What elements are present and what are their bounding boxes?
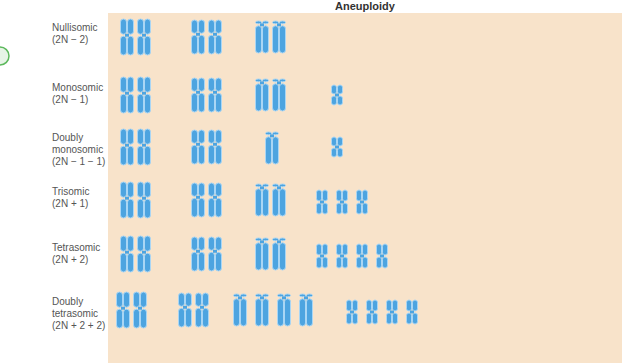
chromosome: [273, 184, 286, 216]
row-label: Tetrasomic: [52, 242, 100, 254]
chromosome: [387, 300, 398, 324]
background-panel: [108, 13, 622, 363]
chromosome: [192, 130, 205, 164]
chromosome: [332, 137, 343, 157]
chromosome: [278, 294, 291, 326]
chromosome: [317, 244, 328, 268]
row-label: (2N + 2 + 2): [52, 320, 105, 332]
row-label: (2N − 1 − 1): [52, 156, 105, 168]
chromosome: [300, 294, 313, 326]
chromosome: [134, 292, 147, 328]
chromosome: [347, 300, 358, 324]
chromosome: [367, 300, 378, 324]
chromosome: [337, 190, 348, 214]
green-marker: [0, 47, 9, 65]
chromosome: [138, 19, 151, 55]
row-label: Doubly tetrasomic: [52, 296, 112, 320]
chromosome: [117, 292, 130, 328]
row-label: Doubly monosomic: [52, 132, 112, 156]
chromosome: [209, 20, 222, 54]
chromosome: [179, 293, 192, 327]
chromosome: [192, 237, 205, 271]
chromosome: [256, 294, 269, 326]
chromosome: [357, 244, 368, 268]
chromosome: [332, 85, 343, 105]
chromosome: [377, 244, 388, 268]
chromosome: [192, 183, 205, 217]
chromosome: [121, 236, 134, 272]
chromosome: [256, 79, 269, 111]
chromosome: [256, 21, 269, 53]
chromosome: [317, 190, 328, 214]
chromosome: [192, 20, 205, 54]
chromosome: [121, 77, 134, 113]
chromosome: [337, 244, 348, 268]
chromosome: [138, 77, 151, 113]
chromosome: [407, 300, 418, 324]
row-label: Monosomic: [52, 82, 103, 94]
diagram-title: Aneuploidy: [335, 0, 395, 13]
chromosome: [192, 78, 205, 112]
chromosome: [121, 19, 134, 55]
chromosome: [266, 132, 279, 164]
chromosome: [138, 129, 151, 165]
chromosome: [138, 236, 151, 272]
row-label: Trisomic: [52, 186, 89, 198]
chromosome: [121, 182, 134, 218]
chromosome: [357, 190, 368, 214]
chromosome: [273, 79, 286, 111]
row-label: (2N + 2): [52, 254, 88, 266]
row-label: (2N − 1): [52, 94, 88, 106]
chromosome: [256, 238, 269, 270]
chromosome: [273, 21, 286, 53]
chromosome: [234, 294, 247, 326]
row-label: Nullisomic: [52, 22, 98, 34]
chromosome: [209, 237, 222, 271]
chromosome: [209, 130, 222, 164]
row-label: (2N − 2): [52, 34, 88, 46]
chromosome: [196, 293, 209, 327]
chromosome: [121, 129, 134, 165]
chromosome: [209, 183, 222, 217]
chromosome-group: [117, 19, 418, 328]
chromosome: [256, 184, 269, 216]
chromosome: [273, 238, 286, 270]
chromosome: [138, 182, 151, 218]
chromosome: [209, 78, 222, 112]
row-label: (2N + 1): [52, 198, 88, 210]
